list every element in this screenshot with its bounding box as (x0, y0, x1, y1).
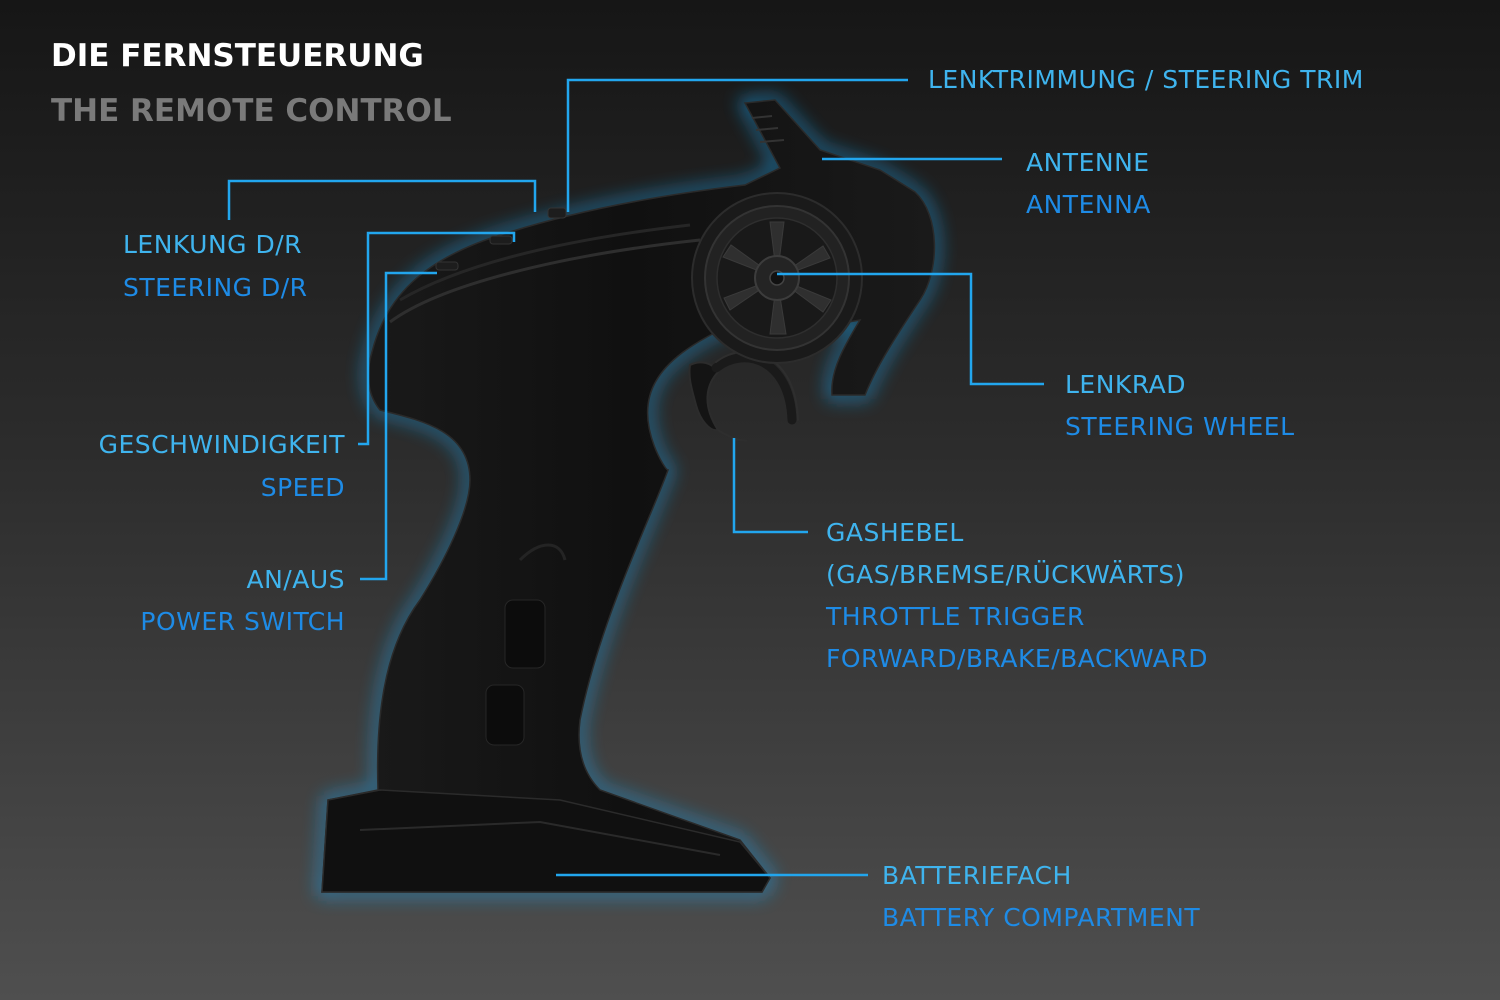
page-title: DIE FERNSTEUERUNG (51, 38, 424, 74)
label-battery-en: BATTERY COMPARTMENT (882, 903, 1201, 932)
label-antenna-en: ANTENNA (1026, 190, 1151, 219)
label-power-en: POWER SWITCH (140, 607, 345, 636)
leader-speed (358, 231, 516, 446)
label-steering-dr-de: LENKUNG D/R (123, 230, 303, 259)
label-power-de: AN/AUS (246, 565, 345, 594)
leader-lines (227, 78, 1044, 877)
label-steering-trim: LENKTRIMMUNG / STEERING TRIM (928, 65, 1364, 94)
label-antenna-de: ANTENNE (1026, 148, 1150, 177)
label-steering-wheel-de: LENKRAD (1065, 370, 1187, 399)
label-throttle-en-1: THROTTLE TRIGGER (826, 602, 1085, 631)
leader-throttle (732, 438, 808, 534)
label-battery-de: BATTERIEFACH (882, 861, 1072, 890)
label-throttle-en-2: FORWARD/BRAKE/BACKWARD (826, 644, 1208, 673)
controller-body (321, 99, 936, 893)
leader-steering-dr (227, 179, 537, 220)
label-throttle-de-1: GASHEBEL (826, 518, 964, 547)
leader-steering-wheel (777, 272, 1044, 386)
leader-power (360, 271, 437, 581)
label-steering-dr-en: STEERING D/R (123, 273, 308, 302)
label-steering-wheel-en: STEERING WHEEL (1065, 412, 1295, 441)
page-subtitle: THE REMOTE CONTROL (51, 93, 452, 129)
leader-steering-trim (566, 78, 908, 212)
label-speed-de: GESCHWINDIGKEIT (98, 430, 345, 459)
label-throttle-de-2: (GAS/BREMSE/RÜCKWÄRTS) (826, 560, 1186, 589)
steering-wheel-graphic (691, 192, 863, 364)
label-speed-en: SPEED (260, 473, 345, 502)
